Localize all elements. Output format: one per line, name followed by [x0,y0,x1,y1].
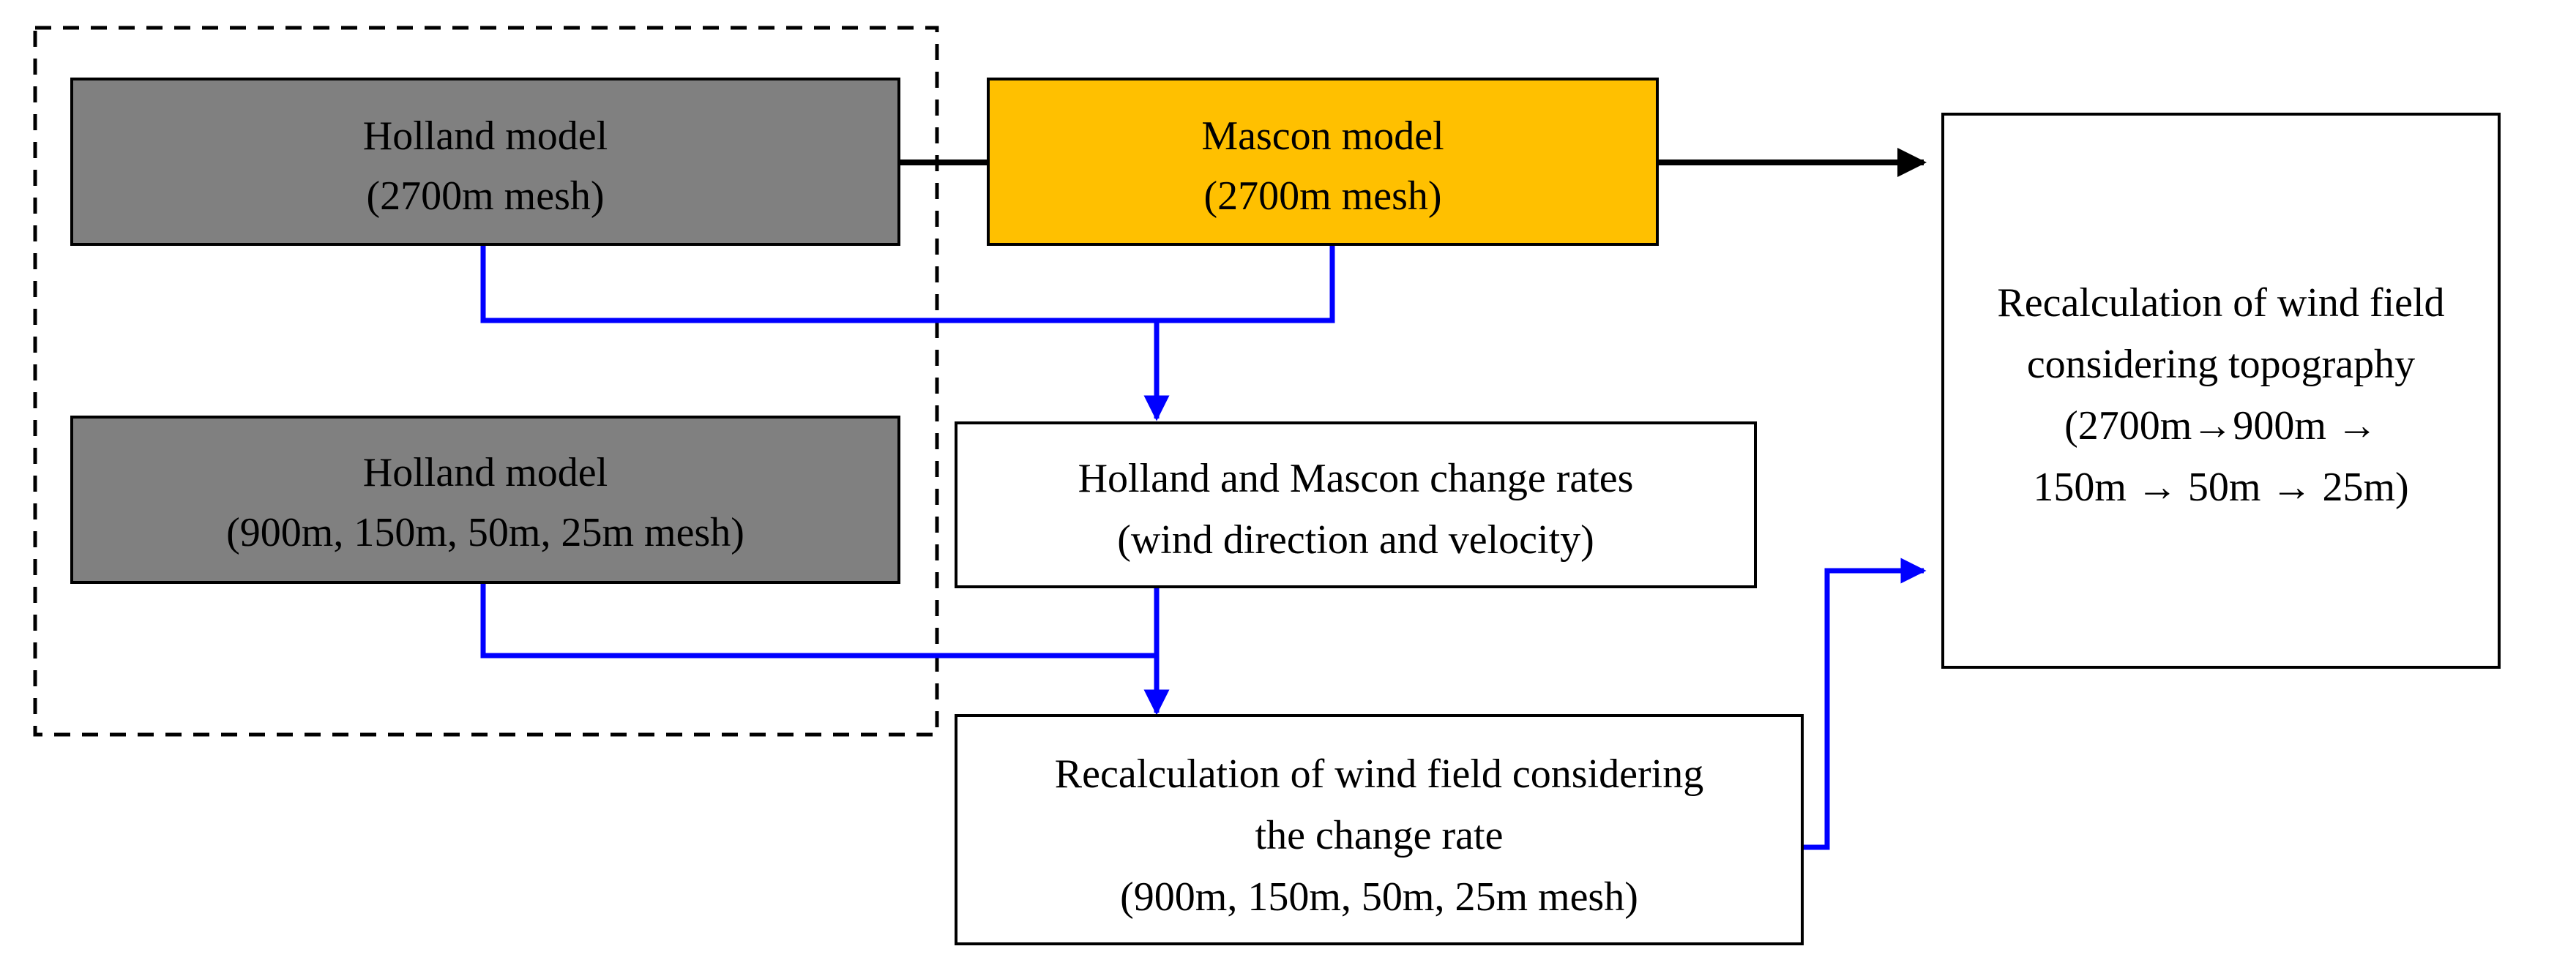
holland-fine-mesh-box: Holland model (900m, 150m, 50m, 25m mesh… [70,416,900,584]
recalc-change-rate-line3: (900m, 150m, 50m, 25m mesh) [1120,874,1638,920]
holland-2700-rect [70,78,900,246]
recalc-topography-line3: (2700m→900m → [2064,403,2378,449]
holland-fine-mesh-rect [70,416,900,584]
fine-holland-merge-connector [480,582,1157,659]
holland-2700-line1: Holland model [363,113,608,159]
recalc-topography-rect [1941,113,2501,669]
holland-2700-box: Holland model (2700m mesh) [70,78,900,246]
recalc-topography-line4: 150m → 50m → 25m) [2033,465,2408,510]
recalc-topography-line2: considering topography [2027,342,2415,387]
mascon-2700-box: Mascon model (2700m mesh) [987,78,1659,246]
holland-group-frame [33,26,939,737]
recalc-change-rate-box: Recalculation of wind field considering … [955,714,1804,945]
change-rates-line1: Holland and Mascon change rates [1078,456,1634,501]
recalc-topography-line1: Recalculation of wind field [1997,280,2444,326]
recalc-to-topography-arrow [1802,558,1927,850]
recalc-topography-box: Recalculation of wind field considering … [1941,113,2501,669]
recalc-change-rate-line2: the change rate [1255,813,1504,858]
mascon-2700-line1: Mascon model [1201,113,1444,159]
mascon-2700-line2: (2700m mesh) [1203,173,1441,219]
holland-2700-line2: (2700m mesh) [366,173,604,219]
mascon-2700-rect [987,78,1659,246]
holland-fine-mesh-line1: Holland model [363,450,608,495]
change-rates-line2: (wind direction and velocity) [1117,517,1594,563]
recalc-change-rate-rect [955,714,1804,945]
change-rates-rect [955,421,1757,588]
holland-fine-mesh-line2: (900m, 150m, 50m, 25m mesh) [226,510,744,555]
change-rates-box: Holland and Mascon change rates (wind di… [955,421,1757,588]
top-models-merge-connector [480,246,1335,323]
recalc-change-rate-line1: Recalculation of wind field considering [1055,751,1703,797]
